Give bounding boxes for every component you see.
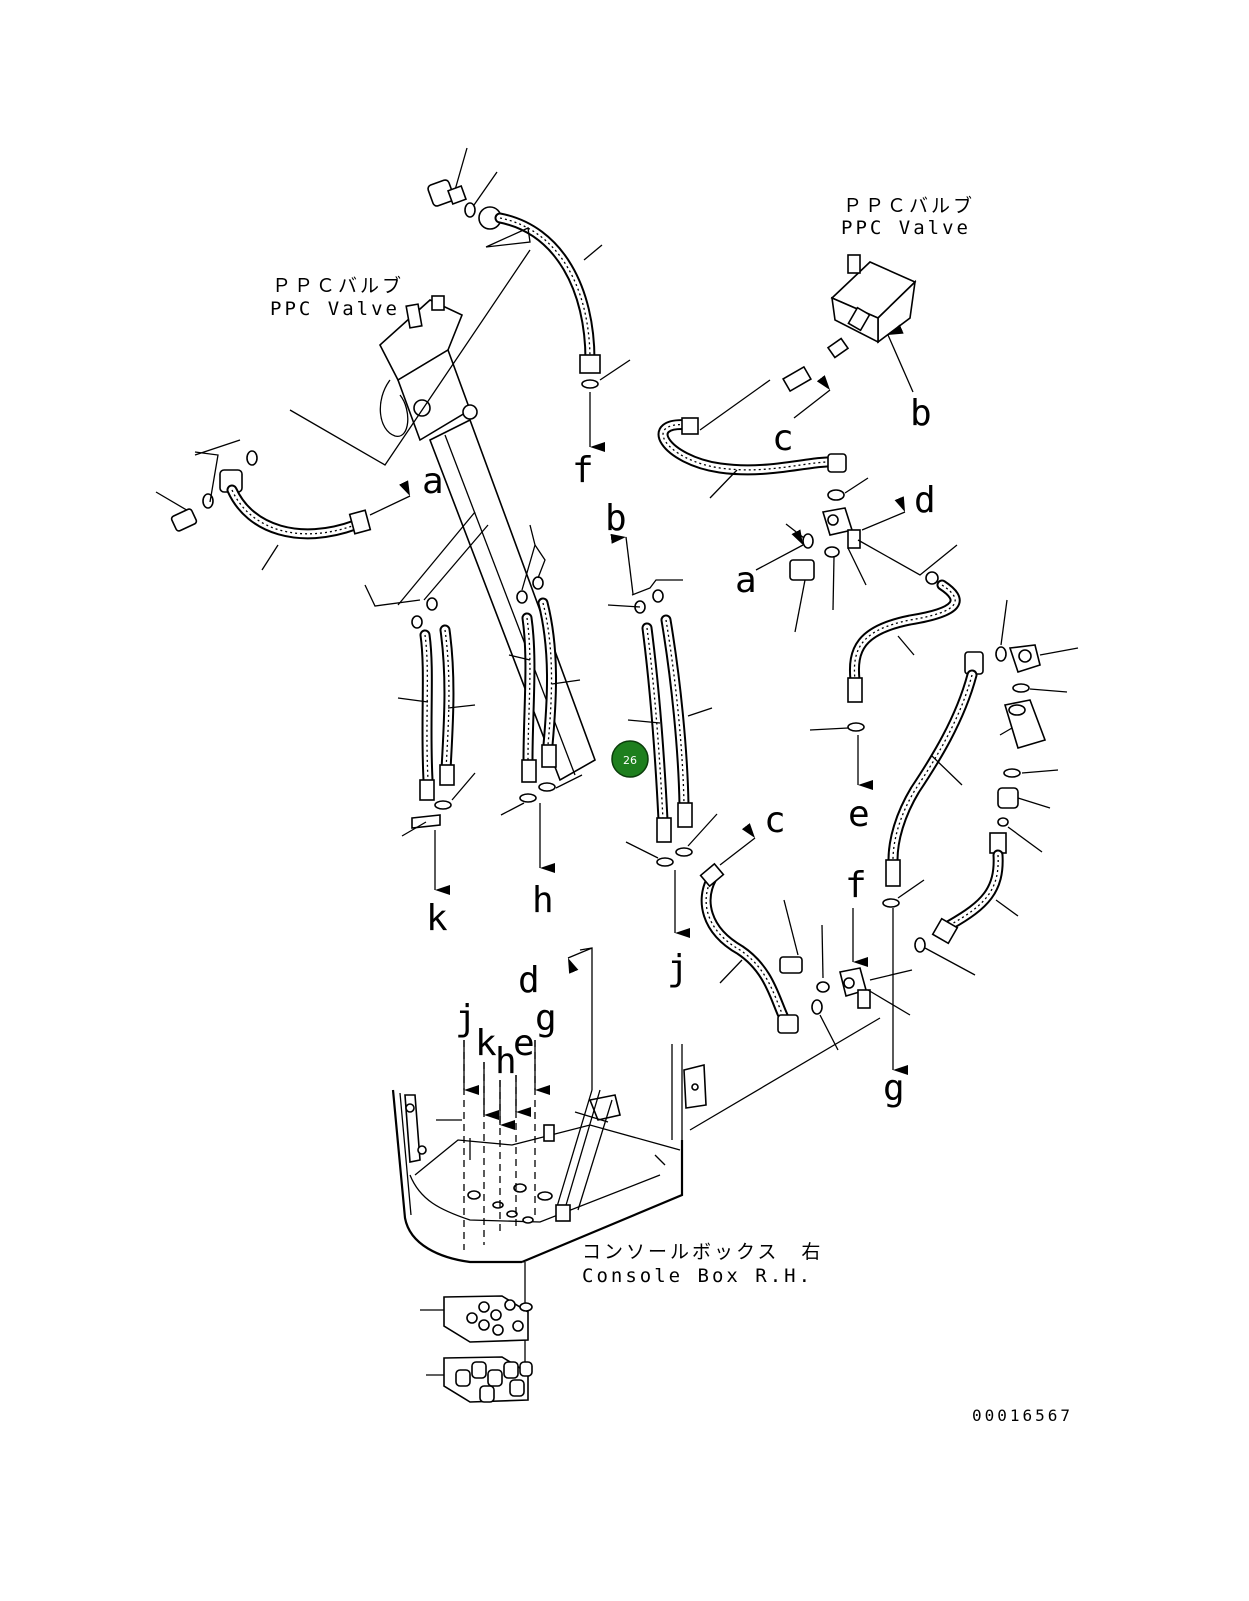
connection-letter-j: j <box>455 998 477 1039</box>
connection-letter-b: b <box>910 393 932 434</box>
connection-letter-d: d <box>914 480 936 521</box>
hose-long-right <box>882 599 1008 908</box>
hose-c-top <box>657 337 850 499</box>
connection-letter-h: h <box>495 1041 517 1082</box>
connection-letter-f: f <box>572 450 594 491</box>
callout-number: 26 <box>623 754 637 767</box>
connection-letter-k: k <box>426 898 448 939</box>
connection-letter-g: g <box>535 998 557 1039</box>
connection-letter-k: k <box>475 1023 497 1064</box>
left-banjo-hose-assembly <box>155 249 531 571</box>
console-box-en-label: Console Box R.H. <box>582 1265 813 1287</box>
connection-letter-j: j <box>667 948 689 989</box>
ppc-valve-right-en-label: PPC Valve <box>841 217 971 239</box>
hose-pair-k <box>364 511 489 895</box>
connection-letter-c: c <box>764 800 786 841</box>
hose-pair-j <box>607 533 718 938</box>
drawing-number: 00016567 <box>972 1406 1073 1425</box>
ppc-valve-left-jp-label: ＰＰＣバルブ <box>272 274 404 297</box>
hose-c-bottom-and-tee-g <box>699 823 913 1075</box>
connection-letter-f: f <box>845 865 867 906</box>
ppc-valve-right-jp-label: ＰＰＣバルブ <box>843 194 975 217</box>
bottom-blocks <box>420 1295 533 1403</box>
console-box-rh <box>391 947 881 1380</box>
console-box-jp-label: コンソールボックス 右 <box>582 1241 823 1263</box>
callout-marker <box>611 740 649 778</box>
connection-letter-a: a <box>422 461 444 502</box>
hose-pair-h <box>500 524 583 873</box>
hose-e <box>809 571 961 790</box>
connection-letter-e: e <box>513 1023 535 1064</box>
right-fittings-column <box>914 644 1079 976</box>
connection-letter-g: g <box>883 1068 905 1109</box>
connection-letter-h: h <box>532 880 554 921</box>
ppc-valve-left-en-label: PPC Valve <box>270 298 400 320</box>
connection-letter-b: b <box>605 498 627 539</box>
connection-letter-a: a <box>735 560 757 601</box>
tee-fitting-d <box>755 477 958 633</box>
part-callout-26[interactable]: 26 <box>611 740 649 778</box>
connection-letter-d: d <box>518 960 540 1001</box>
ppc-valve-left <box>379 295 596 782</box>
connection-letter-c: c <box>772 418 794 459</box>
ppc-valve-right <box>830 254 917 393</box>
connection-letter-e: e <box>848 794 870 835</box>
top-banjo-hose-assembly <box>427 147 631 452</box>
